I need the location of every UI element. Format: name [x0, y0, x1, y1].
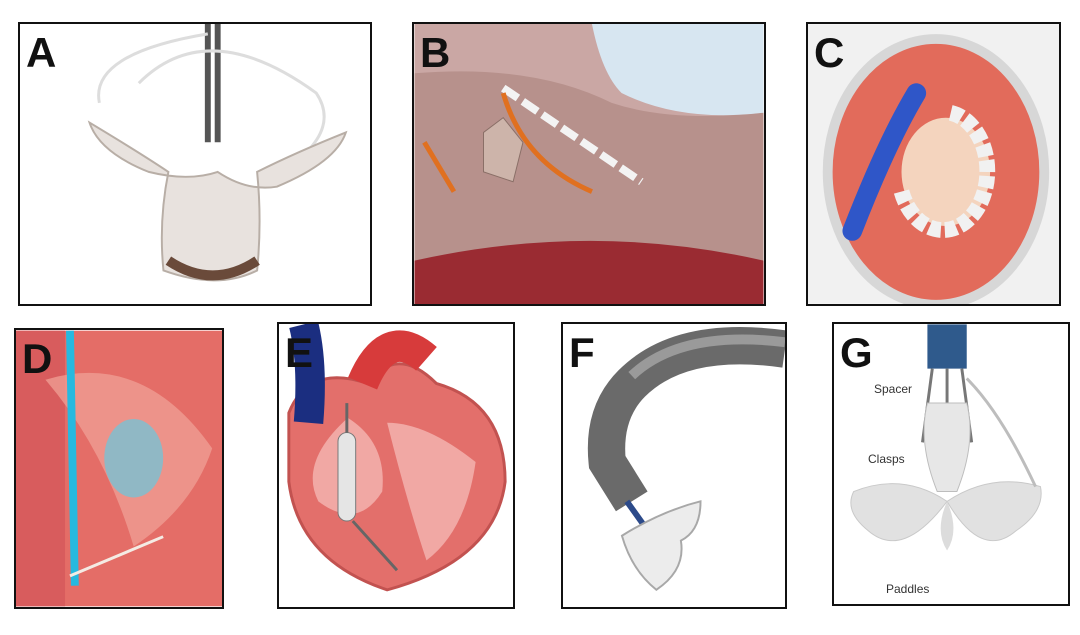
label-paddles: Paddles [886, 582, 930, 596]
panel-d: D [14, 328, 224, 609]
leaflet-illustration-d [16, 330, 222, 607]
panel-letter-b: B [420, 29, 451, 76]
panel-a: A [18, 22, 372, 306]
heart-interior-illustration-b [414, 24, 764, 304]
panel-b: B [412, 22, 766, 306]
label-spacer: Spacer [874, 382, 913, 396]
delivery-catheter-illustration-f [563, 324, 785, 607]
panel-letter-e: E [285, 329, 314, 376]
panel-c: C [806, 22, 1061, 306]
panel-letter-f: F [569, 329, 595, 376]
panel-letter-a: A [26, 29, 57, 76]
clip-device-illustration-g [834, 324, 1068, 604]
panel-letter-g: G [840, 329, 873, 376]
panel-g: G Spacer Clasps Paddles [832, 322, 1070, 606]
panel-f: F [561, 322, 787, 609]
heart-cross-section-illustration-e [279, 324, 513, 607]
label-clasps: Clasps [868, 452, 905, 466]
panel-e: E [277, 322, 515, 609]
panel-letter-d: D [22, 335, 53, 382]
panel-letter-c: C [814, 29, 845, 76]
device-illustration-a [87, 24, 348, 282]
annuloplasty-illustration-c [808, 24, 1059, 304]
